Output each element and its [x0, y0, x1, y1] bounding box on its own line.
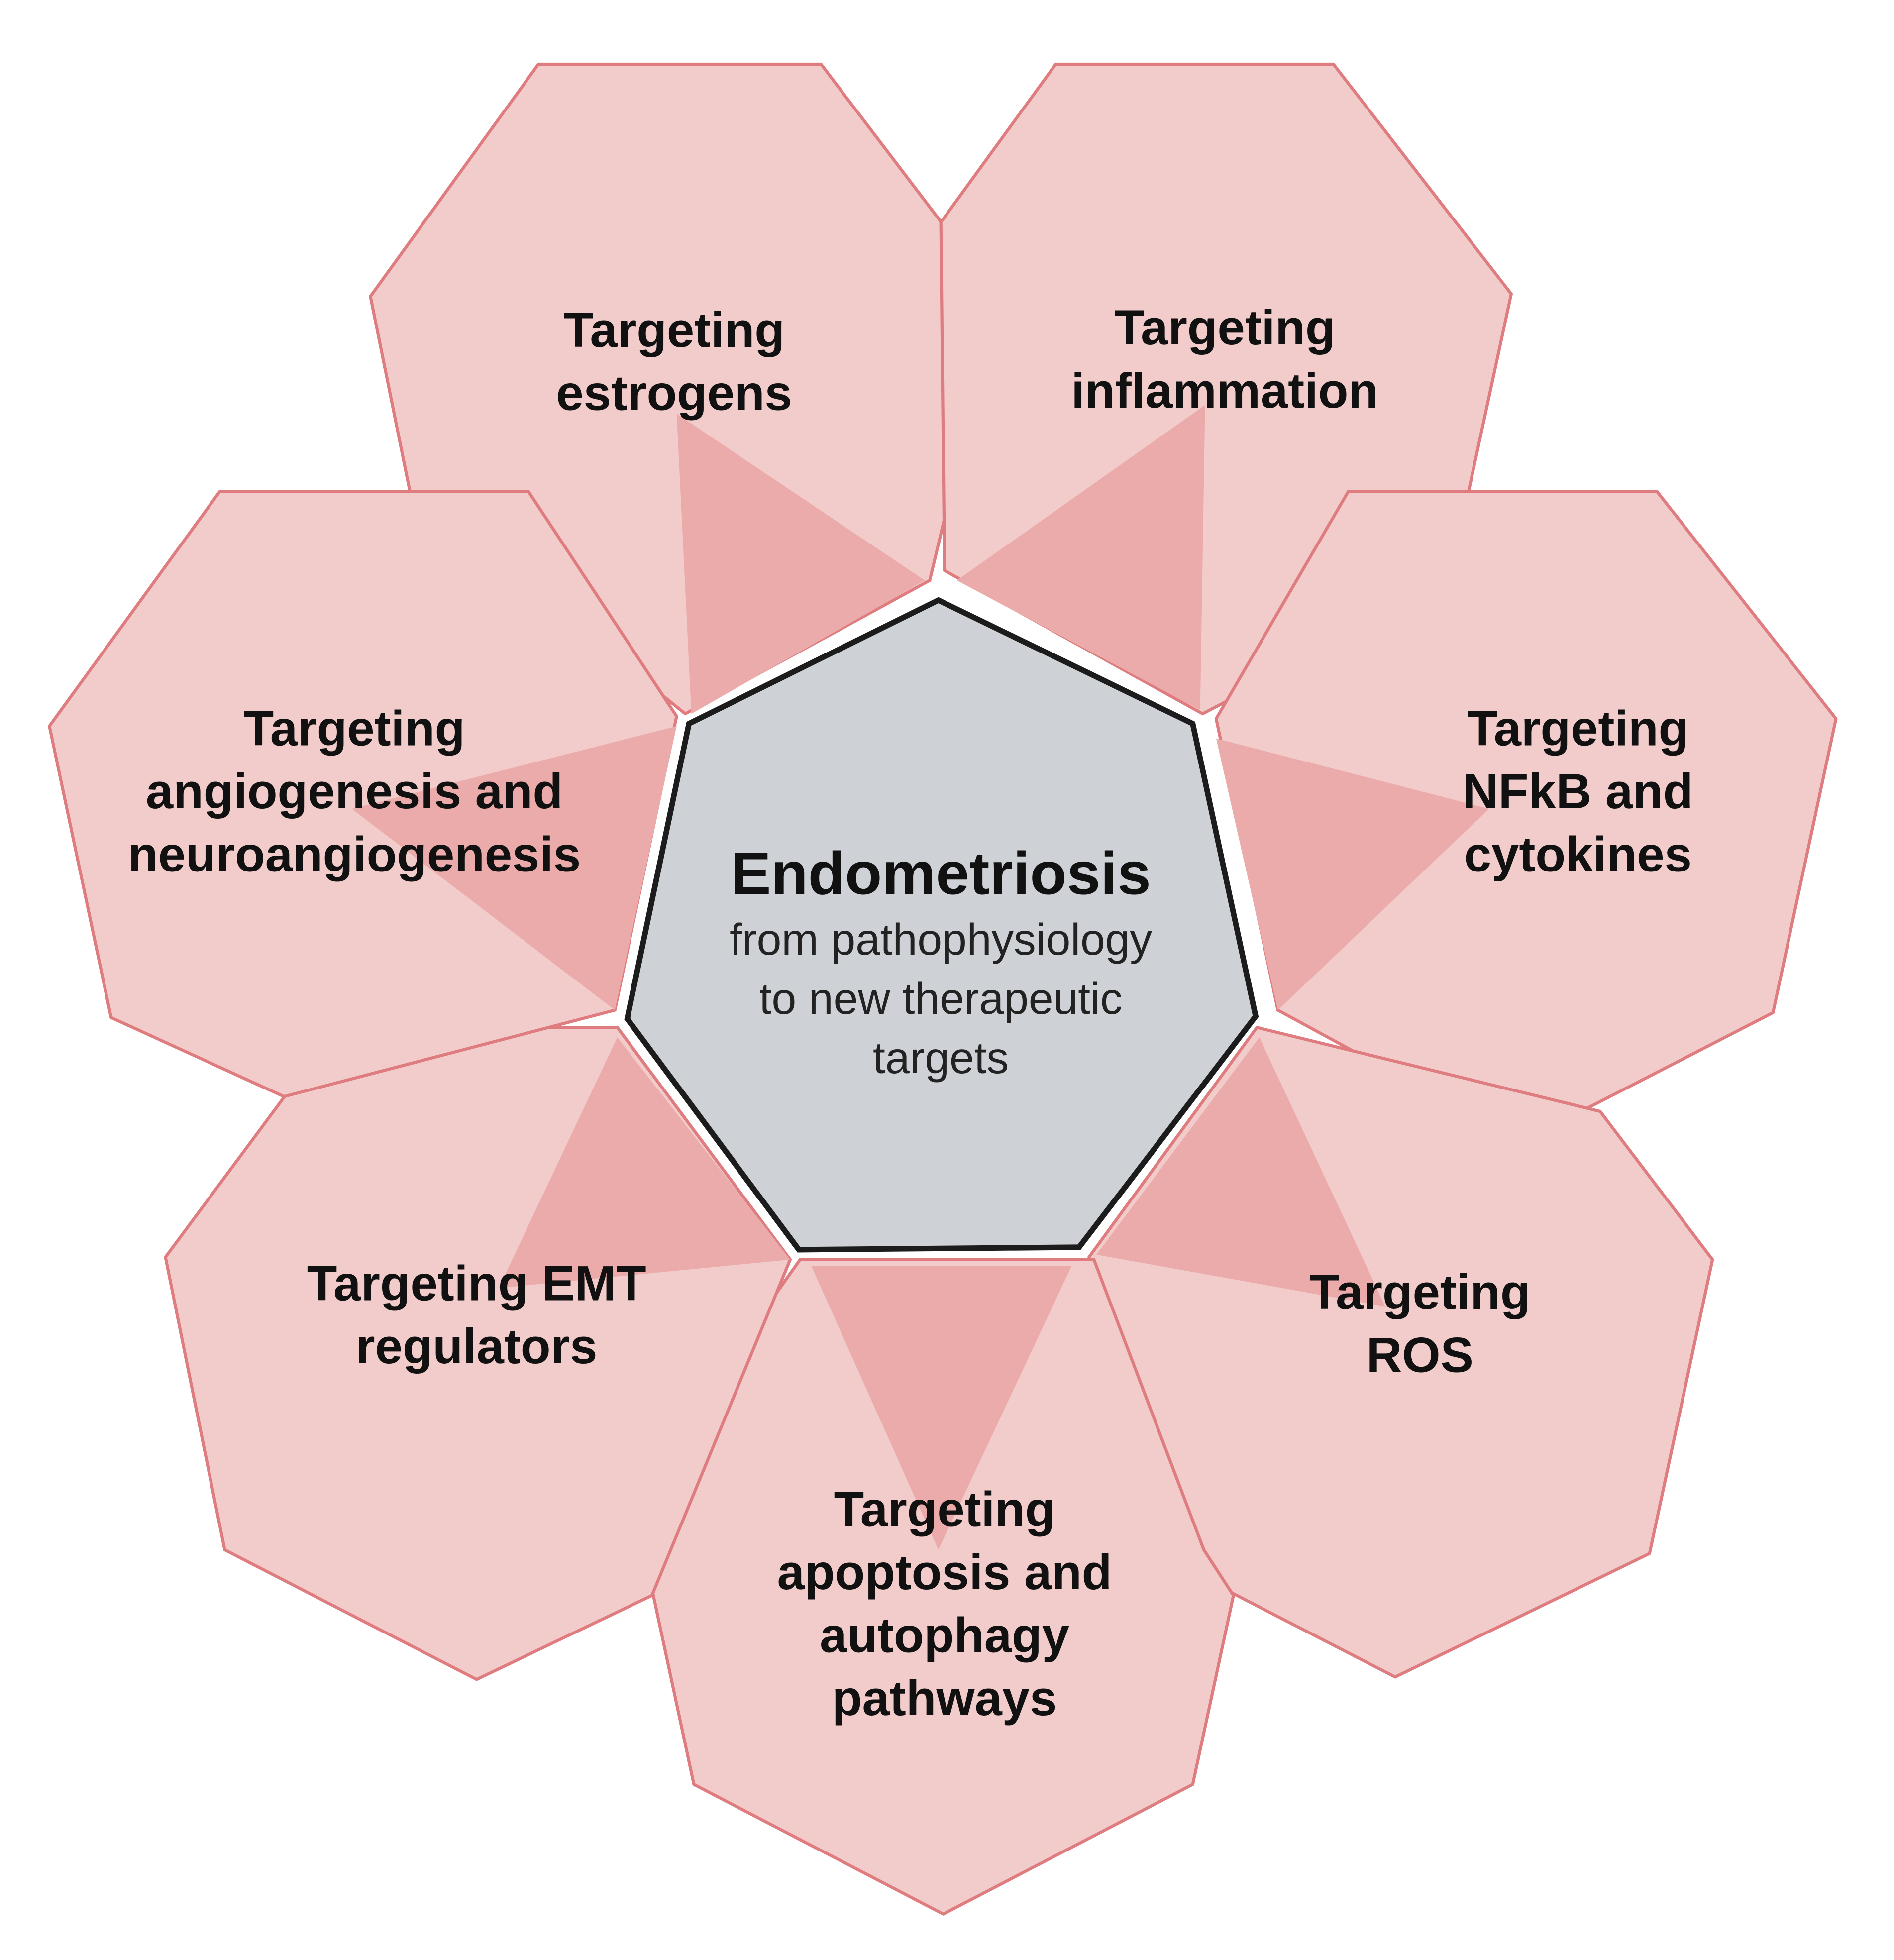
wedges-layer — [352, 405, 1489, 1550]
wedge-emt — [499, 1037, 790, 1288]
wedge-nfkb — [1216, 738, 1489, 1010]
wedge-estrogens — [676, 414, 925, 714]
wedge-inflammation — [956, 405, 1205, 710]
petal-angiogenesis — [48, 490, 678, 1098]
center-text: Endometriosis from pathophysiology to ne… — [730, 839, 1152, 1088]
wedge-angiogenesis — [352, 726, 677, 1010]
wedge-apoptosis — [811, 1266, 1072, 1550]
center-heptagon — [624, 597, 1259, 1253]
wedge-ros — [1096, 1037, 1385, 1307]
center-subtitle: from pathophysiology to new therapeutic … — [730, 914, 1153, 1083]
center-title: Endometriosis — [731, 841, 1151, 908]
